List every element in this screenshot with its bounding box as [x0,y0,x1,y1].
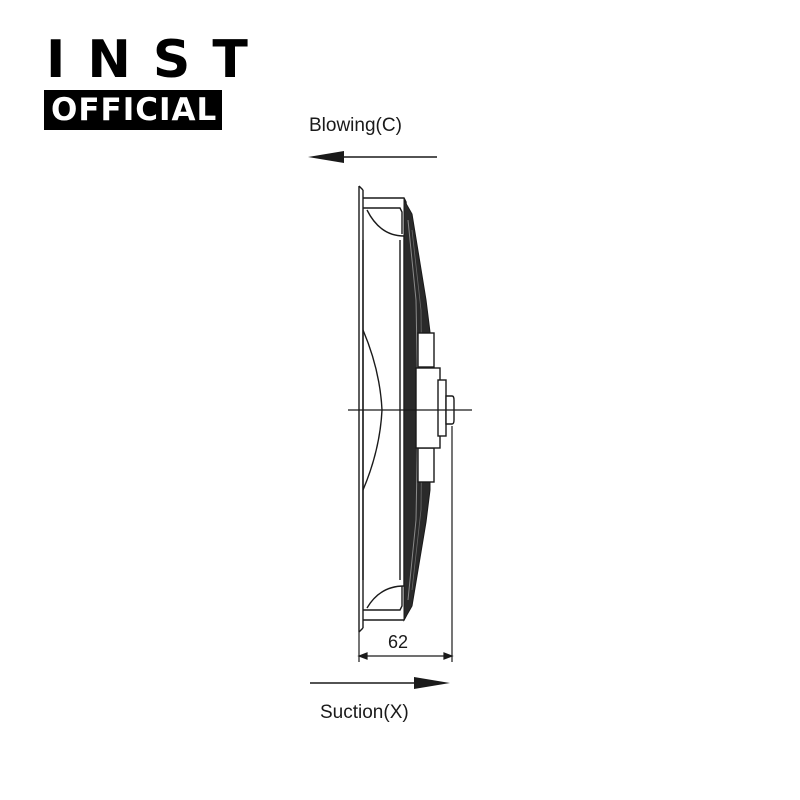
blowing-arrow-icon [308,151,437,163]
suction-direction-label: Suction(X) [320,702,409,723]
brand-logo: INST OFFICIAL [44,32,270,130]
brand-name: INST [46,30,270,90]
depth-dimension-label: 62 [388,632,409,652]
blowing-direction-label: Blowing(C) [309,115,402,136]
motor-hub [415,332,455,483]
depth-dimension-line [357,426,454,662]
suction-arrow-icon [310,677,450,689]
brand-tag: OFFICIAL [44,90,223,130]
fan-housing [358,185,407,633]
